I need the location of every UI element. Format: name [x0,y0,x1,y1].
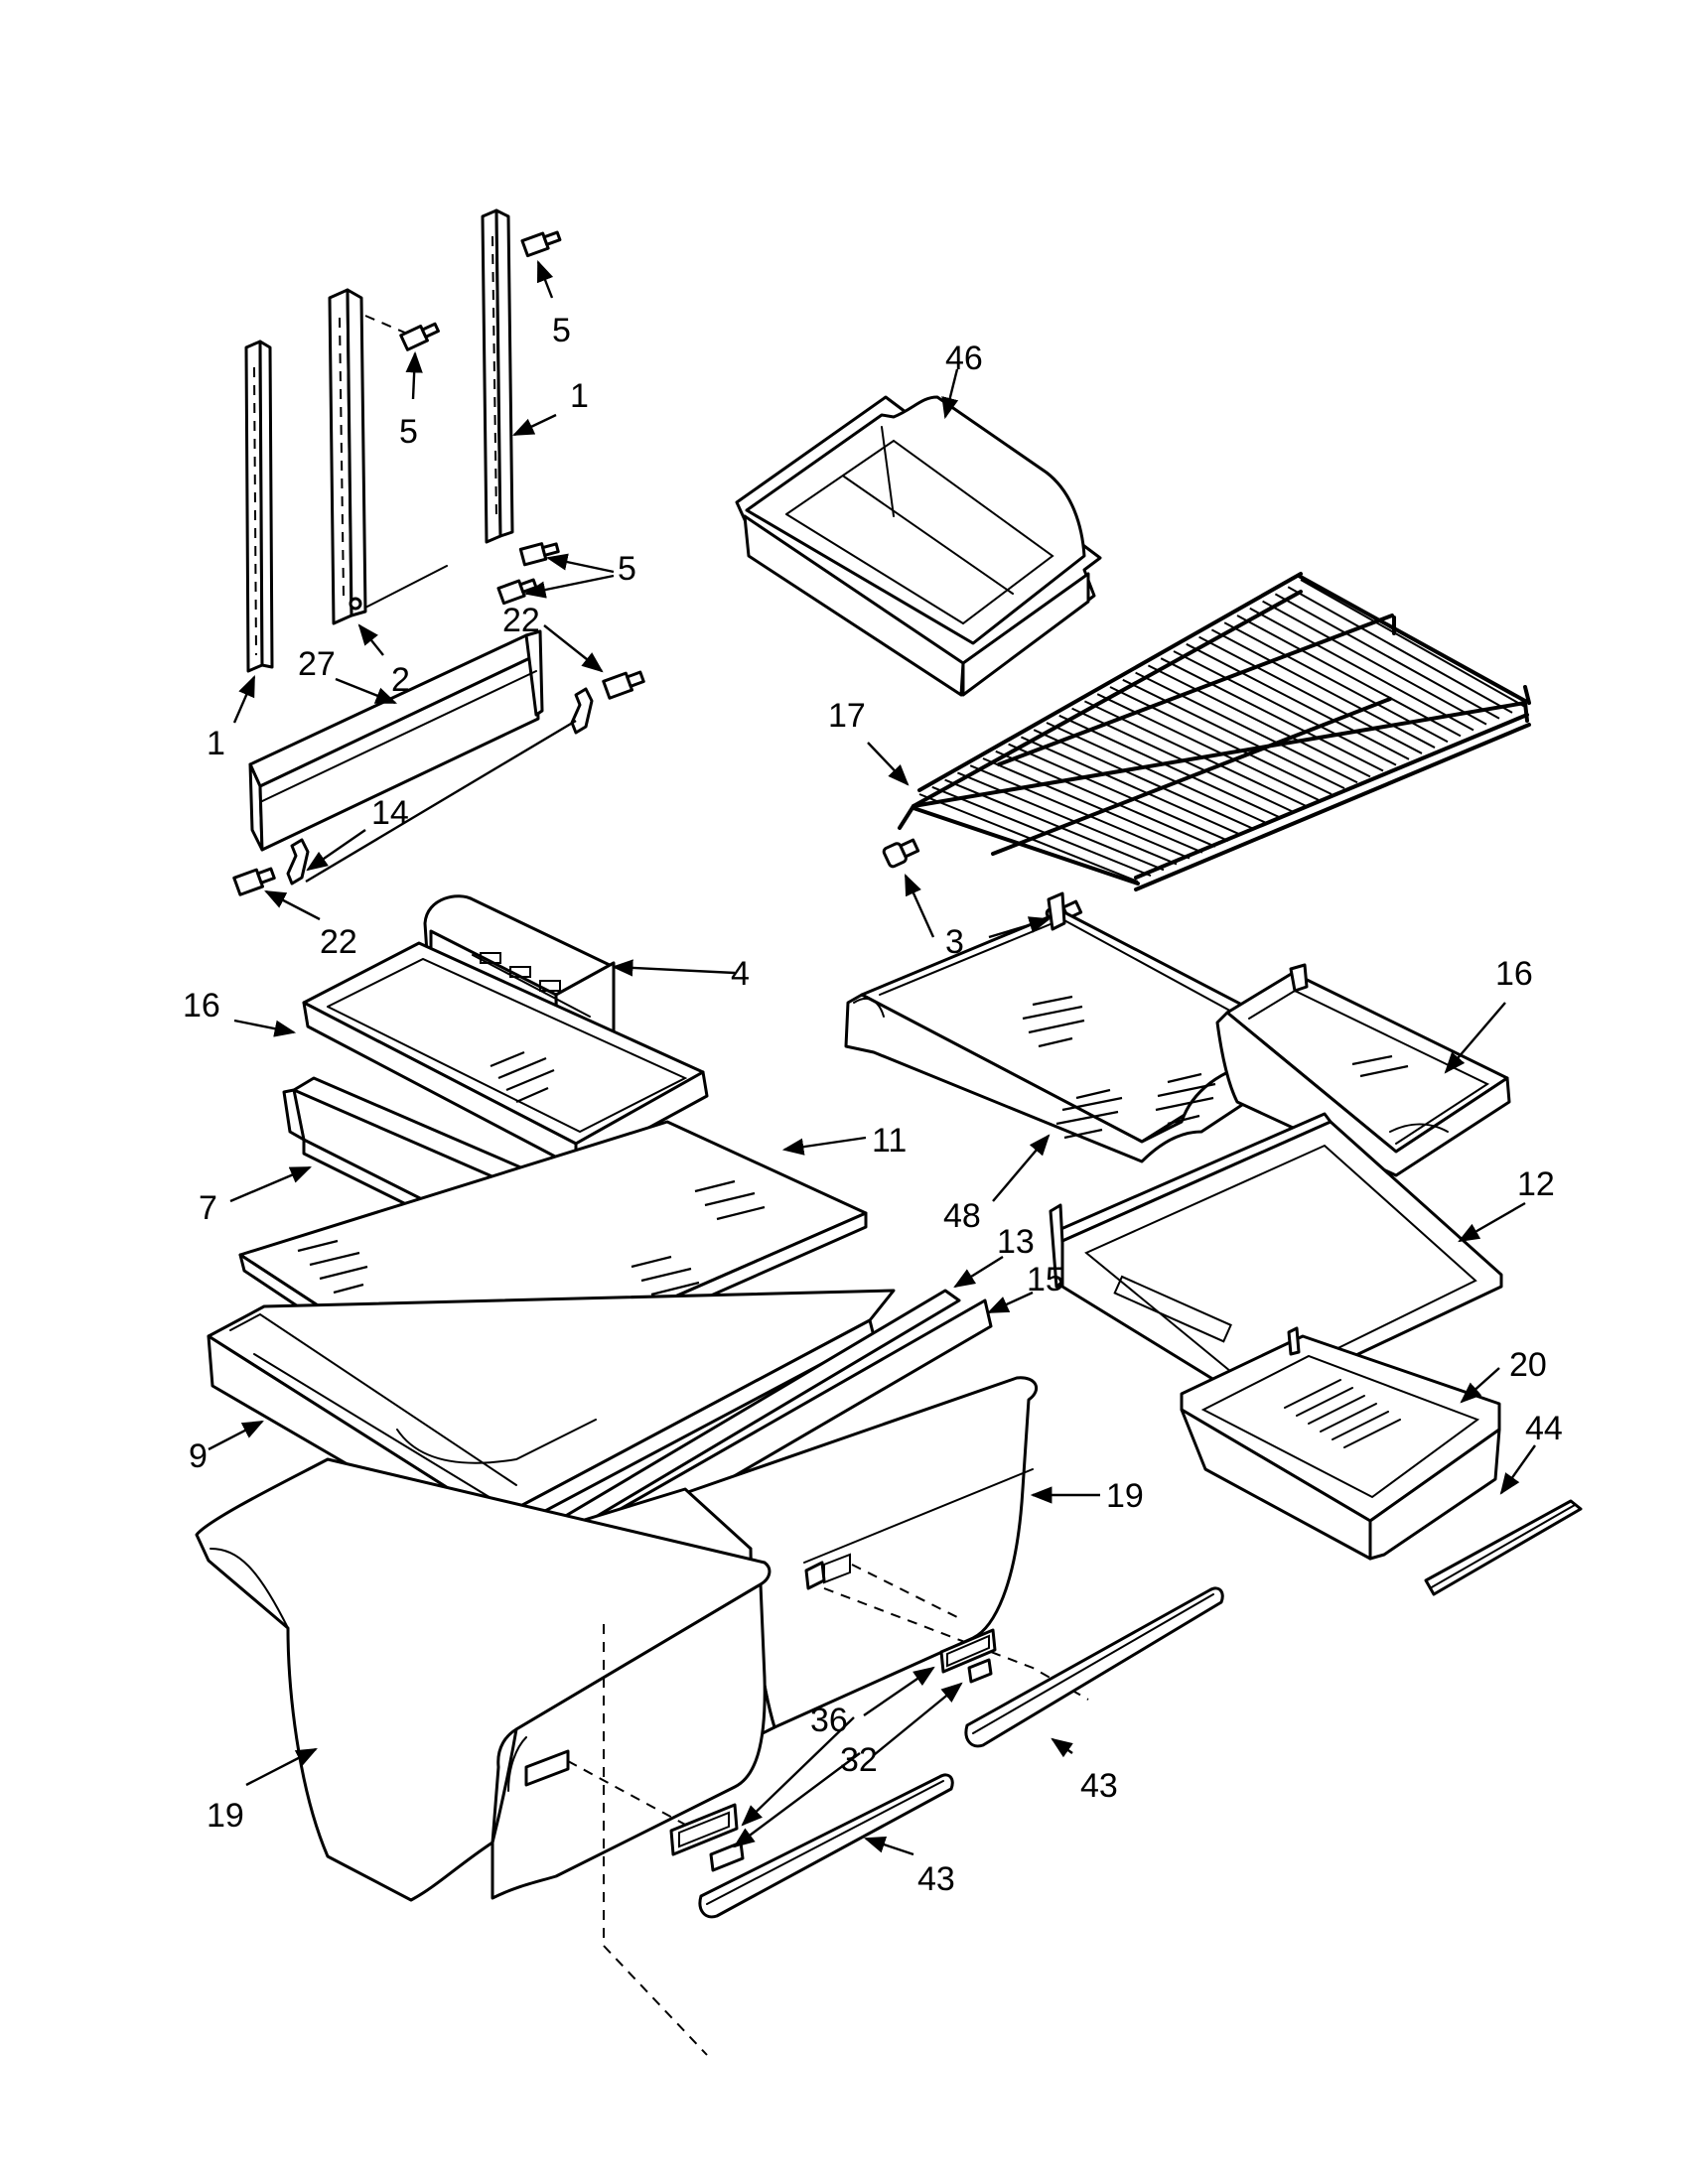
callout-14: 14 [371,794,409,832]
part-1-left-rail [244,340,274,673]
callout-17: 17 [828,697,866,735]
wire-shelf-bar [1096,693,1320,801]
callout-1-right: 1 [570,377,589,415]
wire-shelf-bar [1160,657,1384,772]
callout-9: 9 [189,1437,208,1475]
callout-labels: 1 1 2 3 4 5 5 5 7 9 11 12 13 14 15 16 16… [183,312,1563,1898]
wire-shelf-bar [1173,650,1397,766]
wire-shelf-bar [1210,628,1436,749]
part-20-drawer [1180,1326,1501,1561]
wire-shelf-bar [969,764,1191,860]
wire-shelf-bar [944,778,1165,872]
callout-20: 20 [1509,1346,1547,1384]
callout-4: 4 [731,955,750,993]
wire-shelf-bar [918,793,1139,883]
wire-shelf-bar [957,771,1178,866]
wire-shelf-bar [1300,579,1526,708]
part-36-bracket [669,1628,997,1856]
wire-shelf-bar [995,750,1216,848]
wire-shelf-bar [1249,607,1474,732]
callout-12: 12 [1517,1165,1555,1203]
wire-shelf-bar [1236,614,1462,738]
part-1-right-rail [481,208,514,544]
wire-shelf-bar [1046,722,1268,825]
part-2-center-rail [328,288,448,625]
callout-11: 11 [872,1122,907,1160]
part-27-channel [248,629,544,852]
wire-shelf-bar [1122,678,1345,790]
callout-2: 2 [391,661,410,699]
wire-shelf-bar [1033,729,1255,831]
wire-shelf-bar [1109,686,1333,795]
wire-shelf-bar [1198,635,1423,754]
callout-19-right: 19 [1106,1477,1144,1515]
wire-shelf-bar [1186,642,1410,760]
part-16-left-shelf [302,941,709,1169]
part-14-clips [286,687,594,886]
callout-5-lower: 5 [618,550,636,588]
part-5-screws [399,230,562,606]
callout-5-center: 5 [399,413,418,451]
callout-27: 27 [298,645,336,683]
part-43-trim-left [698,1773,954,1919]
part-32-clip [709,1658,993,1872]
callout-15: 15 [1027,1261,1064,1298]
callout-36: 36 [810,1702,848,1739]
callout-46: 46 [945,340,983,377]
callout-3: 3 [945,923,964,961]
wire-shelf-bar [1020,736,1242,836]
leader-lines [208,259,1536,1856]
part-22-screws [232,670,645,896]
callout-43-left: 43 [917,1860,955,1898]
part-43-trim-right [964,1586,1224,1748]
wire-shelf-bar [1058,714,1281,819]
part-17-wire-shelf [898,572,1531,891]
callout-1-left: 1 [207,725,225,762]
wire-shelf-bar [982,757,1203,854]
wire-shelf-bar [1147,664,1371,778]
wire-shelf-bar [1287,586,1513,714]
callout-19-left: 19 [207,1797,244,1835]
part-44-strip [1424,1499,1583,1596]
callout-13: 13 [997,1223,1035,1261]
wire-shelf-bar [1135,671,1358,784]
callout-22-bottom: 22 [320,923,357,961]
callout-43-right: 43 [1080,1767,1118,1805]
wire-shelf-bar [1223,621,1449,744]
callout-22-top: 22 [502,602,540,639]
callout-5-top: 5 [552,312,571,349]
wire-shelf-bar [1071,707,1294,813]
wire-shelf-bar [931,785,1152,878]
wire-shelf-bar [1274,593,1500,720]
callout-16-right: 16 [1495,955,1533,993]
callout-44: 44 [1525,1410,1563,1447]
part-46-bin [735,395,1102,697]
callout-16-left: 16 [183,987,220,1024]
part-19-left-crisper [195,1457,1089,2056]
callout-7: 7 [199,1189,217,1227]
wire-shelf-bar [1262,600,1487,726]
part-12-frame [1049,1112,1503,1406]
wire-shelf-bar [1008,743,1229,842]
callout-48: 48 [943,1197,981,1235]
part-48-shelf [844,891,1309,1163]
wire-shelf-bar [1083,700,1307,807]
callout-32: 32 [840,1741,878,1779]
